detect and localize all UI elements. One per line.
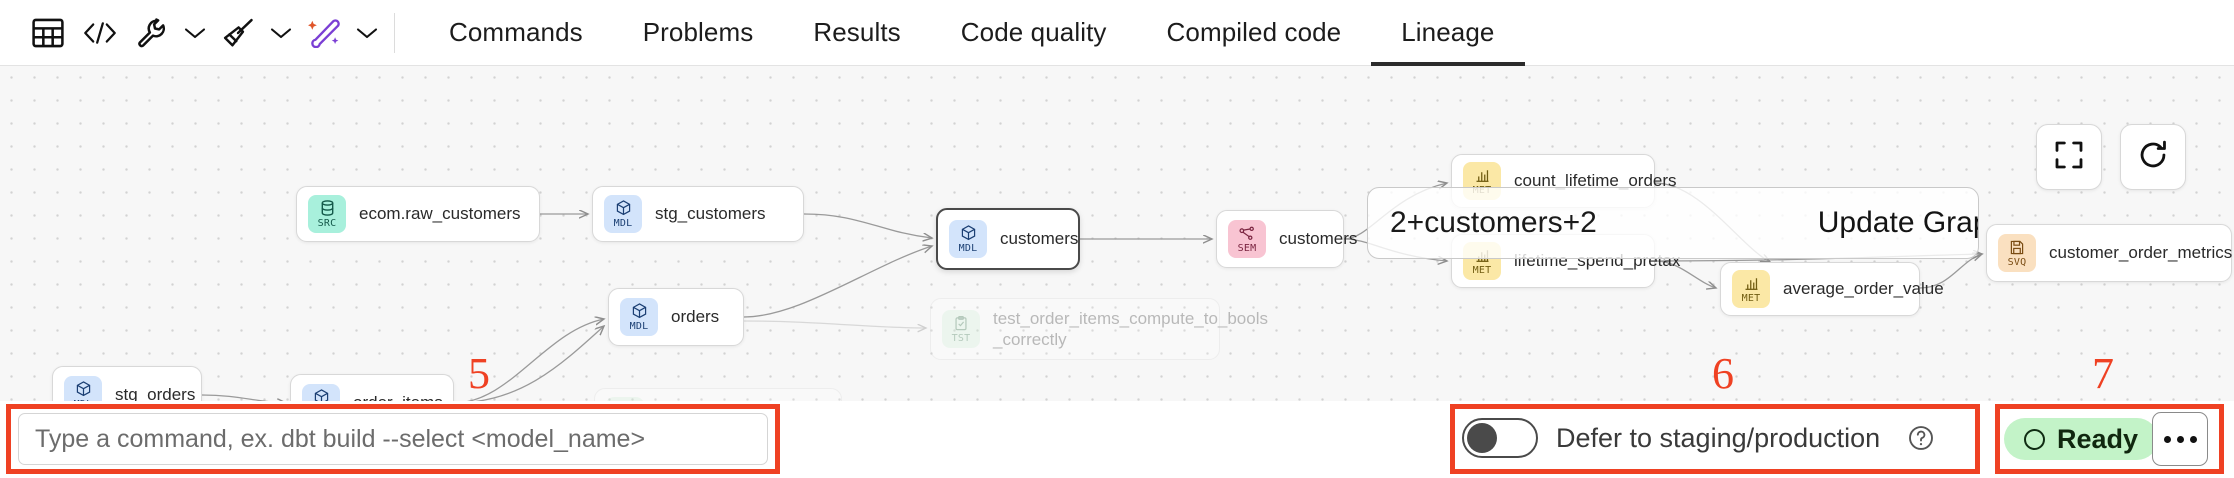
dot-icon <box>2189 435 2197 443</box>
lineage-node-test-supply-costs-sum-correctly[interactable]: TST test_supply_costs_sum_correctly <box>594 388 842 401</box>
magic-wand-icon[interactable] <box>298 9 350 57</box>
bar-chart-icon <box>1475 167 1490 184</box>
badge-label: SRC <box>317 217 337 229</box>
lineage-node-customers-semantic[interactable]: SEM customers <box>1216 210 1357 268</box>
badge-label: SEM <box>1237 242 1257 254</box>
annotation-number-7: 7 <box>2092 349 2114 398</box>
code-icon[interactable] <box>74 9 126 57</box>
graph-nodes-icon <box>1239 225 1255 242</box>
defer-label: Defer to staging/production <box>1556 422 1881 453</box>
badge-mdl: MDL <box>949 220 987 258</box>
editor-toolbar: Commands Problems Results Code quality C… <box>0 0 2234 66</box>
chevron-down-icon-wrench[interactable] <box>178 9 212 57</box>
circle-icon <box>2024 428 2045 450</box>
badge-label: MET <box>1741 292 1761 304</box>
annotation-box-7 <box>1995 404 2224 474</box>
status-label: Ready <box>2057 423 2139 454</box>
fullscreen-icon <box>2053 139 2085 176</box>
wrench-icon[interactable] <box>126 9 178 57</box>
lineage-node-customer-order-metrics[interactable]: SVQ customer_order_metrics <box>1986 224 2232 282</box>
node-label: average_order_value <box>1783 279 1944 299</box>
graph-selector-panel: Update Graph <box>1367 187 1979 259</box>
badge-label: MDL <box>958 242 978 254</box>
tab-lineage[interactable]: Lineage <box>1371 0 1525 66</box>
annotation-box-5 <box>6 404 780 474</box>
annotation-number-5: 5 <box>468 349 490 398</box>
refresh-button[interactable] <box>2120 124 2186 190</box>
toolbar-divider <box>394 12 395 53</box>
badge-sem: SEM <box>1228 220 1266 258</box>
bar-chart-icon <box>1744 275 1759 292</box>
tab-results[interactable]: Results <box>813 16 901 47</box>
defer-control-group: Defer to staging/production <box>1462 418 1934 458</box>
broom-icon[interactable] <box>212 9 264 57</box>
cube-icon <box>314 389 329 401</box>
node-label: ecom.raw_customers <box>359 204 521 224</box>
fullscreen-button[interactable] <box>2036 124 2102 190</box>
node-label: customer_order_metrics <box>2049 243 2233 263</box>
defer-toggle[interactable] <box>1462 418 1538 458</box>
toolbar-icon-group <box>0 0 413 66</box>
cube-icon <box>632 303 647 320</box>
command-input[interactable] <box>18 413 768 465</box>
lineage-node-customers-model[interactable]: MDL customers <box>936 208 1080 270</box>
graph-selector-input[interactable] <box>1368 188 1776 258</box>
question-mark-icon[interactable] <box>1908 425 1934 451</box>
badge-label: MDL <box>629 320 649 332</box>
node-label: orders <box>671 307 720 327</box>
annotation-number-6: 6 <box>1712 349 1734 398</box>
table-icon[interactable] <box>22 9 74 57</box>
panel-tabs: Commands Problems Results Code quality C… <box>419 0 1525 66</box>
node-label: test_order_items_compute_to_bools _corre… <box>993 308 1268 349</box>
node-label: stg_customers <box>655 204 766 224</box>
chevron-down-icon-wand[interactable] <box>350 9 384 57</box>
badge-label: MDL <box>74 399 93 402</box>
cube-icon <box>616 200 631 217</box>
badge-mdl: MDL <box>620 298 658 336</box>
node-label: order_items <box>353 392 443 401</box>
lineage-node-average-order-value[interactable]: MET average_order_value <box>1720 262 1944 316</box>
node-label: count_lifetime_orders <box>1514 171 1677 191</box>
badge-tst: TST <box>606 397 644 401</box>
lineage-node-orders[interactable]: MDL orders <box>608 288 744 346</box>
lineage-node-order-items[interactable]: MDL order_items <box>290 374 454 401</box>
toggle-knob <box>1467 423 1497 453</box>
node-label: customers <box>1000 229 1079 249</box>
more-options-button[interactable] <box>2152 412 2208 466</box>
annotation-box-6 <box>1450 404 1980 474</box>
tab-problems[interactable]: Problems <box>642 16 754 47</box>
dot-icon <box>2176 435 2184 443</box>
status-badge[interactable]: Ready <box>2004 418 2159 460</box>
refresh-icon <box>2137 139 2169 176</box>
tab-compiled-code[interactable]: Compiled code <box>1166 16 1342 47</box>
cube-icon <box>76 381 91 398</box>
node-label: customers <box>1279 229 1358 249</box>
cube-icon <box>961 225 976 242</box>
badge-label: TST <box>951 332 971 344</box>
tab-commands[interactable]: Commands <box>449 16 583 47</box>
lineage-canvas[interactable]: SRC ecom.raw_customers MDL stg_customers… <box>0 66 2234 401</box>
badge-label: SVQ <box>2007 256 2027 268</box>
badge-label: MET <box>1472 264 1492 276</box>
database-icon <box>320 200 335 217</box>
chevron-down-icon-broom[interactable] <box>264 9 298 57</box>
badge-src: SRC <box>308 195 346 233</box>
node-label: stg_orders <box>115 385 196 401</box>
badge-tst: TST <box>942 310 980 348</box>
badge-label: MDL <box>613 217 633 229</box>
lineage-node-stg-customers[interactable]: MDL stg_customers <box>592 186 804 242</box>
badge-mdl: MDL <box>64 376 102 401</box>
badge-met: MET <box>1732 270 1770 308</box>
badge-mdl: MDL <box>302 384 340 401</box>
lineage-node-stg-orders[interactable]: MDL stg_orders <box>52 366 202 401</box>
dot-icon <box>2163 435 2171 443</box>
clipboard-check-icon <box>954 315 968 332</box>
tab-code-quality[interactable]: Code quality <box>960 16 1107 47</box>
lineage-node-test-order-items-compute-to-bools[interactable]: TST test_order_items_compute_to_bools _c… <box>930 298 1268 360</box>
update-graph-button[interactable]: Update Graph <box>1776 188 1978 258</box>
save-disk-icon <box>2010 239 2024 256</box>
badge-svq: SVQ <box>1998 234 2036 272</box>
badge-mdl: MDL <box>604 195 642 233</box>
lineage-node-ecom-raw-customers[interactable]: SRC ecom.raw_customers <box>296 186 540 242</box>
